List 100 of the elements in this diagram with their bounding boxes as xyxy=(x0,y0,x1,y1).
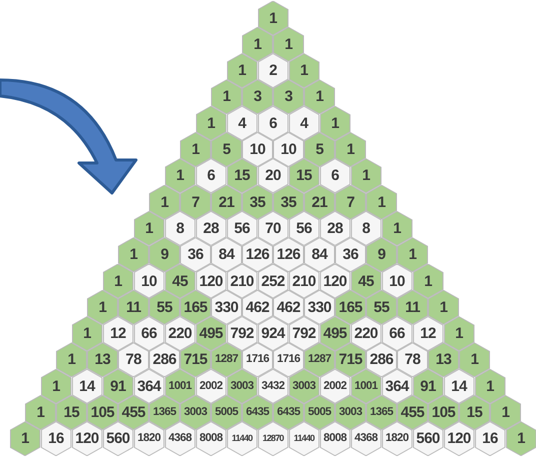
pascal-number: 84 xyxy=(312,247,328,262)
pascal-number: 1 xyxy=(145,220,153,236)
pascal-number: 1 xyxy=(192,142,200,157)
pascal-number: 120 xyxy=(447,431,471,446)
pascal-number: 3003 xyxy=(230,380,254,392)
pascal-number: 1 xyxy=(300,63,308,78)
pascal-number: 1001 xyxy=(168,380,192,392)
pascal-number: 1001 xyxy=(354,380,378,392)
pascal-number: 1 xyxy=(238,63,246,78)
pascal-number: 20 xyxy=(265,168,281,184)
pascal-number: 4 xyxy=(238,116,246,131)
pascal-number: 10 xyxy=(250,142,266,157)
pascal-number: 91 xyxy=(420,378,436,394)
pascal-number: 84 xyxy=(218,247,234,262)
pascal-number: 1 xyxy=(486,378,494,394)
pascal-number: 210 xyxy=(230,274,254,288)
pascal-number: 2 xyxy=(269,63,277,78)
pascal-number: 1 xyxy=(424,274,432,288)
pascal-number: 455 xyxy=(400,405,424,420)
pascal-number: 120 xyxy=(323,274,347,288)
pascal-number: 1 xyxy=(254,36,262,52)
pascal-number: 8 xyxy=(362,220,370,236)
pascal-number: 12870 xyxy=(262,434,284,444)
pascal-number: 1 xyxy=(207,116,215,131)
pascal-number: 3003 xyxy=(292,380,316,392)
pascal-number: 7 xyxy=(192,194,200,210)
pascal-number: 1 xyxy=(83,326,91,342)
pascal-number: 35 xyxy=(280,194,296,210)
pascal-number: 1 xyxy=(440,300,448,315)
pascal-number: 12 xyxy=(420,326,436,342)
pascal-number: 210 xyxy=(292,274,316,288)
pascal-number: 1716 xyxy=(276,354,300,366)
pascal-number: 495 xyxy=(323,326,347,342)
pascal-number: 715 xyxy=(338,352,362,368)
pascal-number: 5 xyxy=(222,142,230,157)
pascal-number: 12 xyxy=(110,326,126,342)
pascal-number: 78 xyxy=(404,352,420,368)
pascal-number: 66 xyxy=(141,326,157,342)
pascal-number: 15 xyxy=(296,168,312,184)
pascal-number: 364 xyxy=(137,378,161,394)
pascal-number: 792 xyxy=(292,326,316,342)
pascal-number: 1 xyxy=(130,247,138,262)
pascal-number: 4368 xyxy=(354,433,378,444)
pascal-number: 792 xyxy=(230,326,254,342)
pascal-number: 14 xyxy=(451,378,467,394)
pascal-number: 35 xyxy=(250,194,266,210)
pascal-number: 66 xyxy=(389,326,405,342)
pascal-number: 1820 xyxy=(137,433,161,444)
pascal-number: 13 xyxy=(436,352,452,368)
pascal-number: 11440 xyxy=(294,434,314,444)
pascal-number: 220 xyxy=(168,326,192,342)
pascal-number: 560 xyxy=(106,431,130,446)
pascal-number: 1 xyxy=(222,89,230,104)
pascal-number: 21 xyxy=(312,194,328,210)
pascal-number: 330 xyxy=(214,300,238,315)
pascal-number: 1820 xyxy=(385,433,409,444)
pascal-number: 6 xyxy=(331,168,339,184)
pascal-number: 560 xyxy=(416,431,440,446)
pascal-number: 13 xyxy=(94,352,110,368)
pascal-number: 10 xyxy=(141,274,157,288)
pascal-number: 6 xyxy=(269,116,277,131)
pascal-number: 120 xyxy=(75,431,99,446)
pascal-number: 5005 xyxy=(308,406,332,418)
pascal-number: 1365 xyxy=(370,406,394,418)
pascal-number: 1 xyxy=(455,326,463,342)
pascal-number: 462 xyxy=(276,300,300,315)
pascal-number: 455 xyxy=(122,405,146,420)
pascal-number: 70 xyxy=(265,220,281,236)
pascal-number: 15 xyxy=(64,405,80,420)
pascal-number: 364 xyxy=(385,378,409,394)
pascal-number: 3432 xyxy=(261,380,285,392)
pascal-number: 91 xyxy=(110,378,126,394)
pascal-number: 10 xyxy=(280,142,296,157)
number-hexagon xyxy=(10,421,40,456)
pascal-number: 2002 xyxy=(199,380,223,392)
pascal-number: 3003 xyxy=(184,406,208,418)
pascal-number: 36 xyxy=(188,247,204,262)
pascal-number: 36 xyxy=(342,247,358,262)
pascal-number: 1 xyxy=(362,168,370,184)
pascal-number: 9 xyxy=(378,247,386,262)
pascal-number: 45 xyxy=(172,274,188,288)
pascal-number: 1716 xyxy=(246,354,270,366)
number-hexagon xyxy=(506,421,536,456)
pascal-number: 1287 xyxy=(308,354,332,366)
pascal-number: 1 xyxy=(408,247,416,262)
pascal-number: 5 xyxy=(316,142,324,157)
pascal-number: 1 xyxy=(393,220,401,236)
pascal-number: 21 xyxy=(218,194,234,210)
pascal-number: 3003 xyxy=(338,406,362,418)
pascal-number: 6435 xyxy=(276,406,300,418)
pascal-number: 8008 xyxy=(323,433,347,444)
pascal-number: 11440 xyxy=(232,434,252,444)
pascal-number: 1 xyxy=(331,116,339,131)
pascal-number: 8008 xyxy=(199,433,223,444)
pascal-number: 495 xyxy=(199,326,223,342)
pascal-number: 15 xyxy=(466,405,482,420)
pascal-number: 330 xyxy=(308,300,332,315)
pascal-number: 11 xyxy=(405,300,420,315)
pascal-number: 55 xyxy=(156,300,172,315)
pascal-number: 78 xyxy=(126,352,142,368)
